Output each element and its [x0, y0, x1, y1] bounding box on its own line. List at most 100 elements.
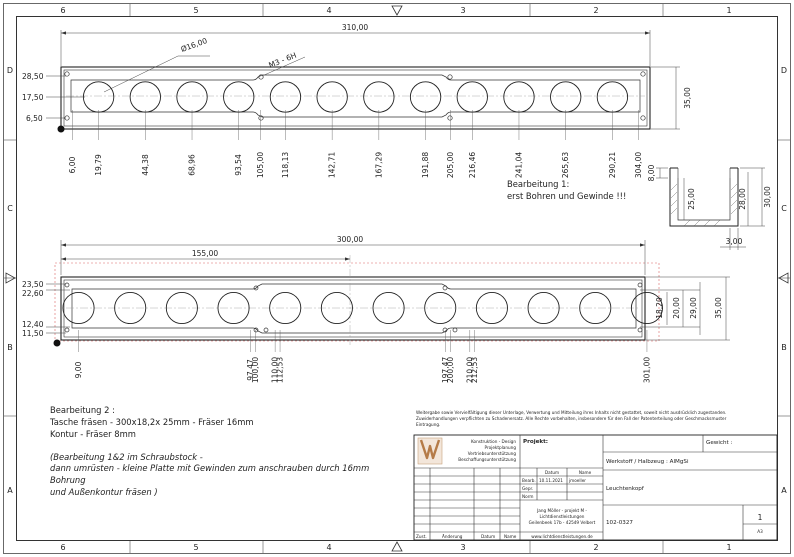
part1-width-dim: 310,00 — [342, 23, 368, 32]
part2-overall-dim: 300,00 — [337, 235, 363, 244]
part1-hole-11 — [550, 81, 582, 113]
part1-xdim-7: 118,13 — [281, 152, 290, 178]
part1-hole-12 — [596, 81, 629, 113]
zone-left-A: A — [7, 486, 13, 495]
rev-header-zust: Zust. — [416, 534, 427, 539]
part1-xdim-9: 167,29 — [374, 152, 383, 178]
gepr-label: Gepr. — [522, 486, 533, 491]
part2-left-dim-3: 12,40 — [22, 320, 44, 329]
part2-hole-4 — [217, 291, 250, 325]
part2-hole-5 — [269, 291, 302, 325]
part1-xdim-5: 93,54 — [234, 154, 243, 176]
part1-view: 310,00 35,00 28,50 17,50 6,50 Ø16,00 M3 … — [22, 23, 692, 178]
part1-hole-label: Ø16,00 — [180, 36, 209, 54]
projekt-label: Projekt: — [523, 439, 548, 445]
part2-hole-8 — [424, 291, 457, 325]
service-1: Konstruktion - Design — [471, 439, 516, 444]
part1-hole-5 — [269, 81, 302, 113]
sheet-number: 1 — [758, 513, 763, 522]
part1-xdim-12: 216,46 — [468, 152, 477, 178]
section-dim-3: 3,00 — [726, 237, 743, 246]
part1-xdim-10: 191,88 — [421, 152, 430, 178]
name-header: Name — [579, 470, 592, 475]
company-line4: www.lichtdienstleistungen.de — [531, 534, 593, 539]
part1-xdim-11: 205,00 — [446, 152, 455, 178]
part1-hole-4 — [223, 81, 255, 113]
copyright-line1: Weitergabe sowie Vervielfältigung dieser… — [416, 410, 727, 415]
center-mark-left — [5, 272, 16, 284]
service-4: Beschaffungsunterstützung — [458, 457, 516, 462]
part2-half-dim: 155,00 — [192, 249, 218, 258]
part2-view: 300,00 155,00 23,50 22,60 12,40 11,50 18… — [22, 235, 730, 383]
company-line3: Geilenbeek 17b - 42549 Velbert — [529, 520, 596, 525]
bearb-date: 10.11.2021 — [539, 478, 563, 483]
rev-header-aenderung: Änderung — [442, 534, 463, 539]
part2-hole-7 — [372, 291, 405, 325]
section-dim-25: 25,00 — [687, 188, 696, 210]
drawing-number: 102-0327 — [606, 520, 633, 526]
part2-xdim-7: 200,00 — [446, 357, 455, 383]
part1-xdim-2: 19,79 — [94, 154, 103, 176]
part2-xdim-1: 9,00 — [74, 361, 83, 378]
part2-left-dim-2: 22,60 — [22, 289, 44, 298]
zone-left-B: B — [7, 343, 13, 352]
part2-xdim-2: 97,47 — [246, 359, 255, 381]
section-dim-8: 8,00 — [647, 164, 656, 181]
bearb-label: Bearb. — [522, 478, 536, 483]
zone-bottom-6: 6 — [60, 543, 65, 552]
bearb-name: jmoeller — [568, 478, 586, 483]
part2-hole-9 — [475, 291, 508, 325]
part2-hole-6 — [320, 291, 353, 325]
zone-bottom-2: 2 — [593, 543, 598, 552]
part2-right-dim-3: 29,00 — [689, 297, 698, 319]
part2-hole-11 — [579, 291, 612, 325]
service-2: Projektplanung — [485, 445, 517, 450]
outer-frame — [3, 3, 791, 554]
part2-xdim-5: 112,53 — [276, 357, 285, 383]
part2-xdim-4: 110,00 — [271, 357, 280, 383]
part2-stock-outline — [54, 262, 660, 342]
rev-header-name: Name — [504, 534, 517, 539]
part1-hole-7 — [363, 81, 395, 113]
part2-origin-icon — [53, 339, 61, 347]
part1-hole-3 — [176, 81, 208, 113]
part1-holes — [82, 81, 629, 113]
part2-xdim-9: 212,53 — [470, 357, 479, 383]
center-mark-top — [391, 5, 403, 16]
part1-xdim-13: 241,04 — [514, 152, 523, 178]
zone-right-D: D — [781, 66, 787, 75]
copyright-line3: Eintragung. — [416, 422, 440, 427]
zone-bottom-3: 3 — [460, 543, 465, 552]
part2-left-dim-1: 23,50 — [22, 280, 44, 289]
zone-top-6: 6 — [60, 6, 65, 15]
part1-xdim-1: 6,00 — [68, 156, 77, 173]
part1-left-dim-2: 17,50 — [22, 93, 44, 102]
part2-outline — [60, 276, 646, 341]
part1-xdim-16: 304,00 — [634, 152, 643, 178]
zone-right-A: A — [781, 486, 787, 495]
part2-hole-1 — [62, 291, 95, 325]
zone-bottom-4: 4 — [326, 543, 331, 552]
part1-hole-6 — [316, 81, 348, 113]
part2-hole-10 — [527, 291, 560, 325]
section-dim-30: 30,00 — [763, 186, 772, 208]
center-mark-right — [778, 272, 789, 284]
werkstoff-label: Werkstoff / Halbzeug : AlMgSi — [606, 459, 689, 465]
zone-top-1: 1 — [726, 6, 731, 15]
zone-right-B: B — [781, 343, 787, 352]
zone-bottom-1: 1 — [726, 543, 731, 552]
zone-bottom-5: 5 — [193, 543, 198, 552]
zone-left-D: D — [7, 66, 13, 75]
part2-hole-2 — [114, 291, 147, 325]
note2-line3: (Bearbeitung 1&2 im Schraubstock - — [50, 452, 203, 462]
part2-right-dim-4: 35,00 — [714, 297, 723, 319]
inner-frame — [16, 16, 778, 541]
part1-hole-10 — [503, 81, 535, 113]
zone-left-C: C — [7, 204, 13, 213]
part1-left-dim-3: 6,50 — [26, 114, 43, 123]
note2-line2: Kontur - Fräser 8mm — [50, 429, 136, 439]
note2-line5: Bohrung — [50, 475, 86, 485]
norm-label: Norm — [522, 494, 533, 499]
part2-hole-12 — [630, 291, 663, 325]
part2-xdim-10: 301,00 — [642, 357, 651, 383]
